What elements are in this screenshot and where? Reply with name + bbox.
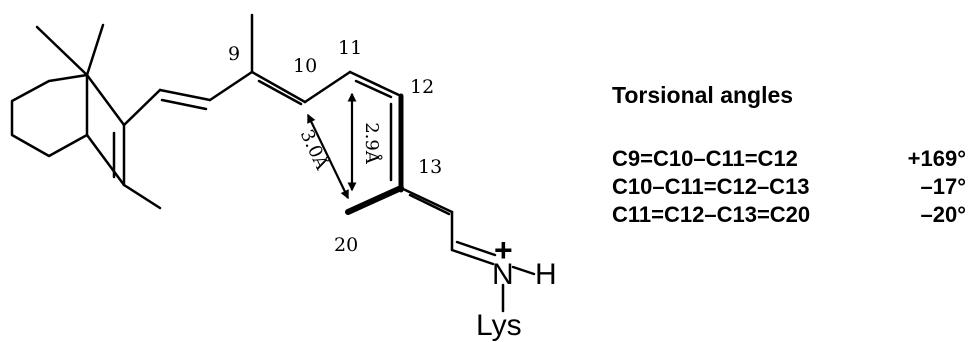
- carbon-label-9: 9: [228, 43, 240, 65]
- torsion-row: C9=C10–C11=C12 +169°: [612, 146, 966, 171]
- chain-double-bond-inner: [257, 79, 303, 106]
- distance-arrow-3-0: [307, 113, 349, 200]
- chain-bond: [250, 70, 307, 104]
- torsion-table: Torsional angles C9=C10–C11=C12 +169° C1…: [612, 82, 966, 227]
- torsion-row: C10–C11=C12–C13 –17°: [612, 174, 966, 199]
- methyl-bond: [122, 183, 162, 210]
- torsion-angle: –17°: [920, 174, 966, 199]
- torsion-angle: +169°: [908, 146, 966, 171]
- cyclohexene-ring: [10, 73, 89, 158]
- chain-double-bond-inner: [354, 79, 393, 99]
- carbon-label-10: 10: [293, 55, 317, 77]
- c20-methyl-bond: [345, 185, 404, 215]
- schiff-base-double-bond-inner: [455, 240, 497, 257]
- methyl-bond: [35, 25, 89, 77]
- chain-bond: [348, 70, 403, 98]
- carbon-label-12: 12: [410, 76, 434, 98]
- hydrogen-atom: H: [535, 258, 557, 291]
- lysine-label: Lys: [476, 309, 522, 342]
- chain-bond: [208, 70, 254, 102]
- carbon-label-20: 20: [334, 234, 358, 256]
- chain-bond: [303, 70, 352, 104]
- distance-label-3-0: 3.0Å: [296, 126, 334, 174]
- chain-bond: [399, 186, 454, 214]
- distance-arrows: [307, 92, 357, 200]
- chain-double-bond-inner: [408, 193, 451, 216]
- chain-double-bond-inner: [160, 98, 208, 111]
- schiff-base-double-bond: [450, 248, 495, 266]
- carbon-label-13: 13: [418, 156, 442, 178]
- methyl-bond: [85, 23, 105, 77]
- molecule-skeleton: [10, 13, 536, 313]
- positive-charge: +: [494, 232, 513, 268]
- n-h-bond: [511, 265, 536, 276]
- nitrogen-atom: N: [492, 258, 514, 291]
- torsion-dihedral: C9=C10–C11=C12: [612, 146, 798, 171]
- torsion-table-title: Torsional angles: [612, 82, 793, 108]
- torsion-angle: –20°: [920, 202, 966, 227]
- torsion-dihedral: C10–C11=C12–C13: [612, 174, 810, 199]
- distance-label-2-9: 2.9Å: [361, 122, 383, 165]
- ring-double-bond: [85, 133, 126, 187]
- torsion-dihedral: C11=C12–C13=C20: [612, 202, 810, 227]
- chain-bond: [158, 88, 212, 102]
- ring-bond: [85, 73, 126, 127]
- carbon-label-11: 11: [338, 37, 362, 59]
- chain-bond: [122, 88, 162, 127]
- torsion-row: C11=C12–C13=C20 –20°: [612, 202, 966, 227]
